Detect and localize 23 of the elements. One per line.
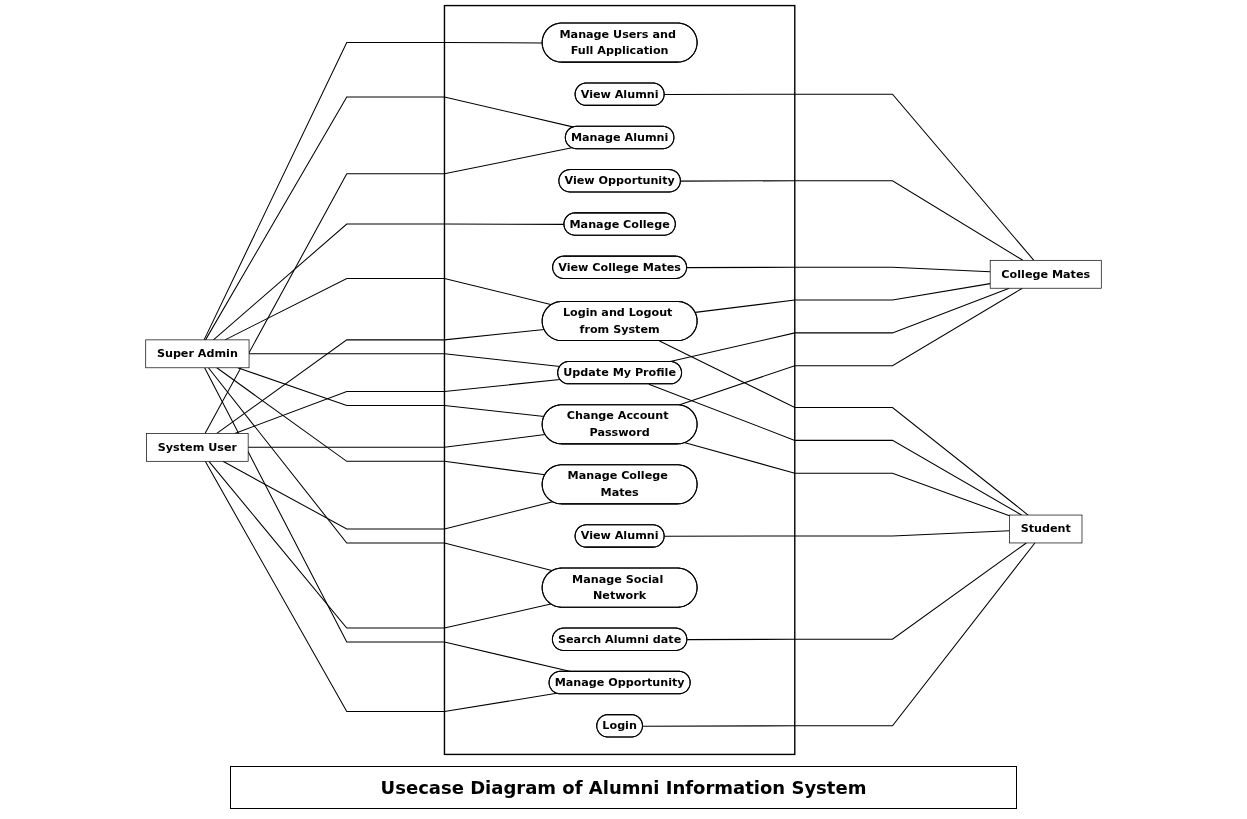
connector: [216, 329, 545, 434]
connector: [686, 266, 991, 273]
node-box: Student: [1009, 514, 1083, 544]
node-box: System User: [146, 433, 249, 462]
diagram-title: Usecase Diagram of Alumni Information System: [229, 766, 1018, 809]
connector: [680, 180, 1024, 261]
connector: [237, 367, 545, 418]
connector: [642, 542, 1036, 727]
connector: [686, 542, 1027, 641]
connector: [248, 353, 561, 368]
cluster: [443, 4, 796, 756]
node-box: College Mates: [989, 259, 1102, 289]
connector: [247, 433, 546, 448]
connector: [684, 442, 1010, 517]
connector: [204, 460, 558, 713]
connector: [216, 367, 546, 476]
node-box: Super Admin: [145, 339, 250, 369]
connector: [208, 460, 552, 629]
connector: [204, 147, 573, 434]
connector: [222, 460, 554, 530]
connector: [205, 96, 575, 341]
connector: [659, 340, 1029, 516]
connector: [207, 367, 554, 572]
